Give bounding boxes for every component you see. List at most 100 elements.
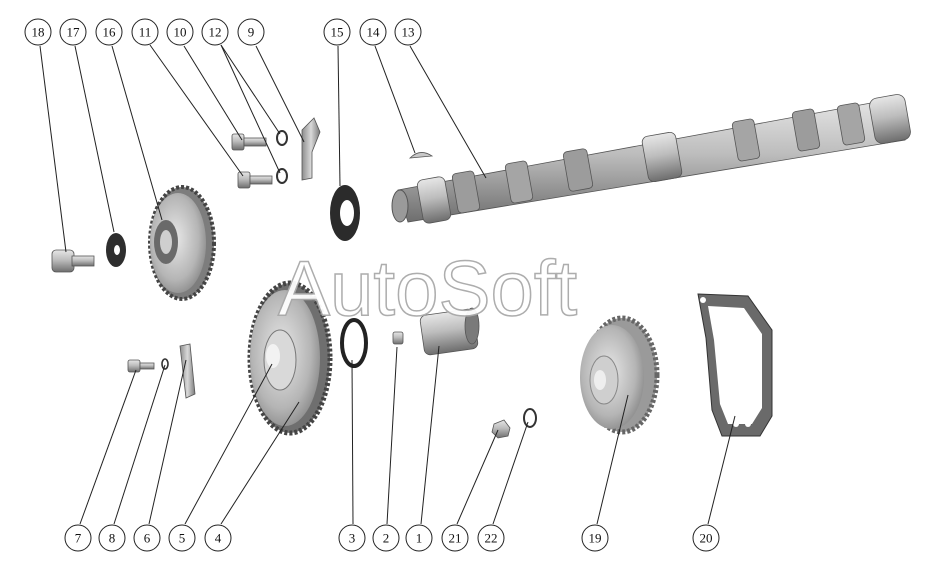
callout-number: 7 [75,531,82,546]
leader-line-16 [111,45,163,221]
callout-circle [394,18,422,46]
callout-22: 22 [477,524,505,552]
callout-circle [24,18,52,46]
leader-line-5 [184,363,273,525]
leader-line-15 [337,45,341,187]
bolt-10 [231,133,267,151]
gasket [697,293,773,437]
callout-number: 16 [103,25,117,40]
bolt-7 [127,359,155,373]
leader-line-4 [220,401,300,525]
callout-number: 17 [67,25,81,40]
leader-line-17 [74,45,115,233]
callout-number: 9 [248,25,255,40]
washer-8 [161,358,169,370]
callout-number: 19 [589,531,602,546]
leader-lines [39,44,736,525]
callout-17: 17 [59,18,87,46]
callout-number: 20 [700,531,713,546]
callout-2: 2 [372,524,400,552]
callout-circle [98,524,126,552]
callout-circle [201,18,229,46]
callout-12: 12 [201,18,229,46]
nut [491,419,511,439]
leader-line-11 [149,44,244,177]
leader-line-12 [220,44,281,135]
gear-bolt [51,249,95,273]
large-idler-gear [247,280,333,436]
callout-number: 10 [174,25,187,40]
callout-3: 3 [338,524,366,552]
callout-number: 8 [109,531,116,546]
callout-number: 14 [367,25,381,40]
callout-circle [372,524,400,552]
callout-circle [405,524,433,552]
callout-7: 7 [64,524,92,552]
callout-circle [133,524,161,552]
callout-4: 4 [204,524,232,552]
callout-number: 5 [179,531,186,546]
leader-line-10 [183,45,243,141]
callout-20: 20 [692,524,720,552]
leader-line-1 [420,345,440,525]
callout-number: 22 [485,531,498,546]
gear-shaft-bushing [419,307,480,356]
callout-number: 2 [383,531,390,546]
bolt-11 [237,171,273,189]
callout-circle [204,524,232,552]
leader-line-3 [351,359,354,525]
callout-circle [581,524,609,552]
leader-line-8 [113,364,166,525]
callout-10: 10 [166,18,194,46]
callout-circle [166,18,194,46]
callout-circle [477,524,505,552]
callout-circle [237,18,265,46]
callout-number: 21 [449,531,462,546]
callout-18: 18 [24,18,52,46]
leader-line-22 [492,421,529,525]
callout-number: 18 [32,25,45,40]
leader-line-19 [596,394,629,525]
callout-13: 13 [394,18,422,46]
washers [276,130,288,184]
callout-number: 12 [209,25,222,40]
camshaft-gear [148,185,216,301]
callout-circle [131,18,159,46]
small-pin [392,331,404,345]
callout-circle [441,524,469,552]
woodruff-key [408,152,434,159]
leader-line-21 [456,429,499,525]
o-ring [340,318,368,368]
callout-11: 11 [131,18,159,46]
watermark-text: AutoSoft [278,244,578,332]
callout-14: 14 [359,18,387,46]
callout-circle [359,18,387,46]
callout-number: 6 [144,531,151,546]
callout-15: 15 [323,18,351,46]
callout-1: 1 [405,524,433,552]
callout-circle [59,18,87,46]
callout-circle [168,524,196,552]
leader-line-18 [39,45,67,253]
drive-gear [580,315,660,435]
callout-circle [64,524,92,552]
callout-circle [323,18,351,46]
callout-8: 8 [98,524,126,552]
leader-line-13 [409,45,487,179]
camshaft [391,94,911,224]
leader-line-12 [220,44,281,174]
leader-line-7 [79,369,137,525]
callout-9: 9 [237,18,265,46]
washer-22 [523,408,537,428]
leader-line-14 [374,45,416,154]
leader-line-2 [386,346,398,525]
callout-number: 1 [416,531,423,546]
retaining-plate [179,343,196,399]
callout-circle [95,18,123,46]
leader-line-9 [255,45,305,143]
callout-number: 4 [215,531,222,546]
callout-number: 3 [349,531,356,546]
callout-19: 19 [581,524,609,552]
thrust-flange [301,117,321,181]
